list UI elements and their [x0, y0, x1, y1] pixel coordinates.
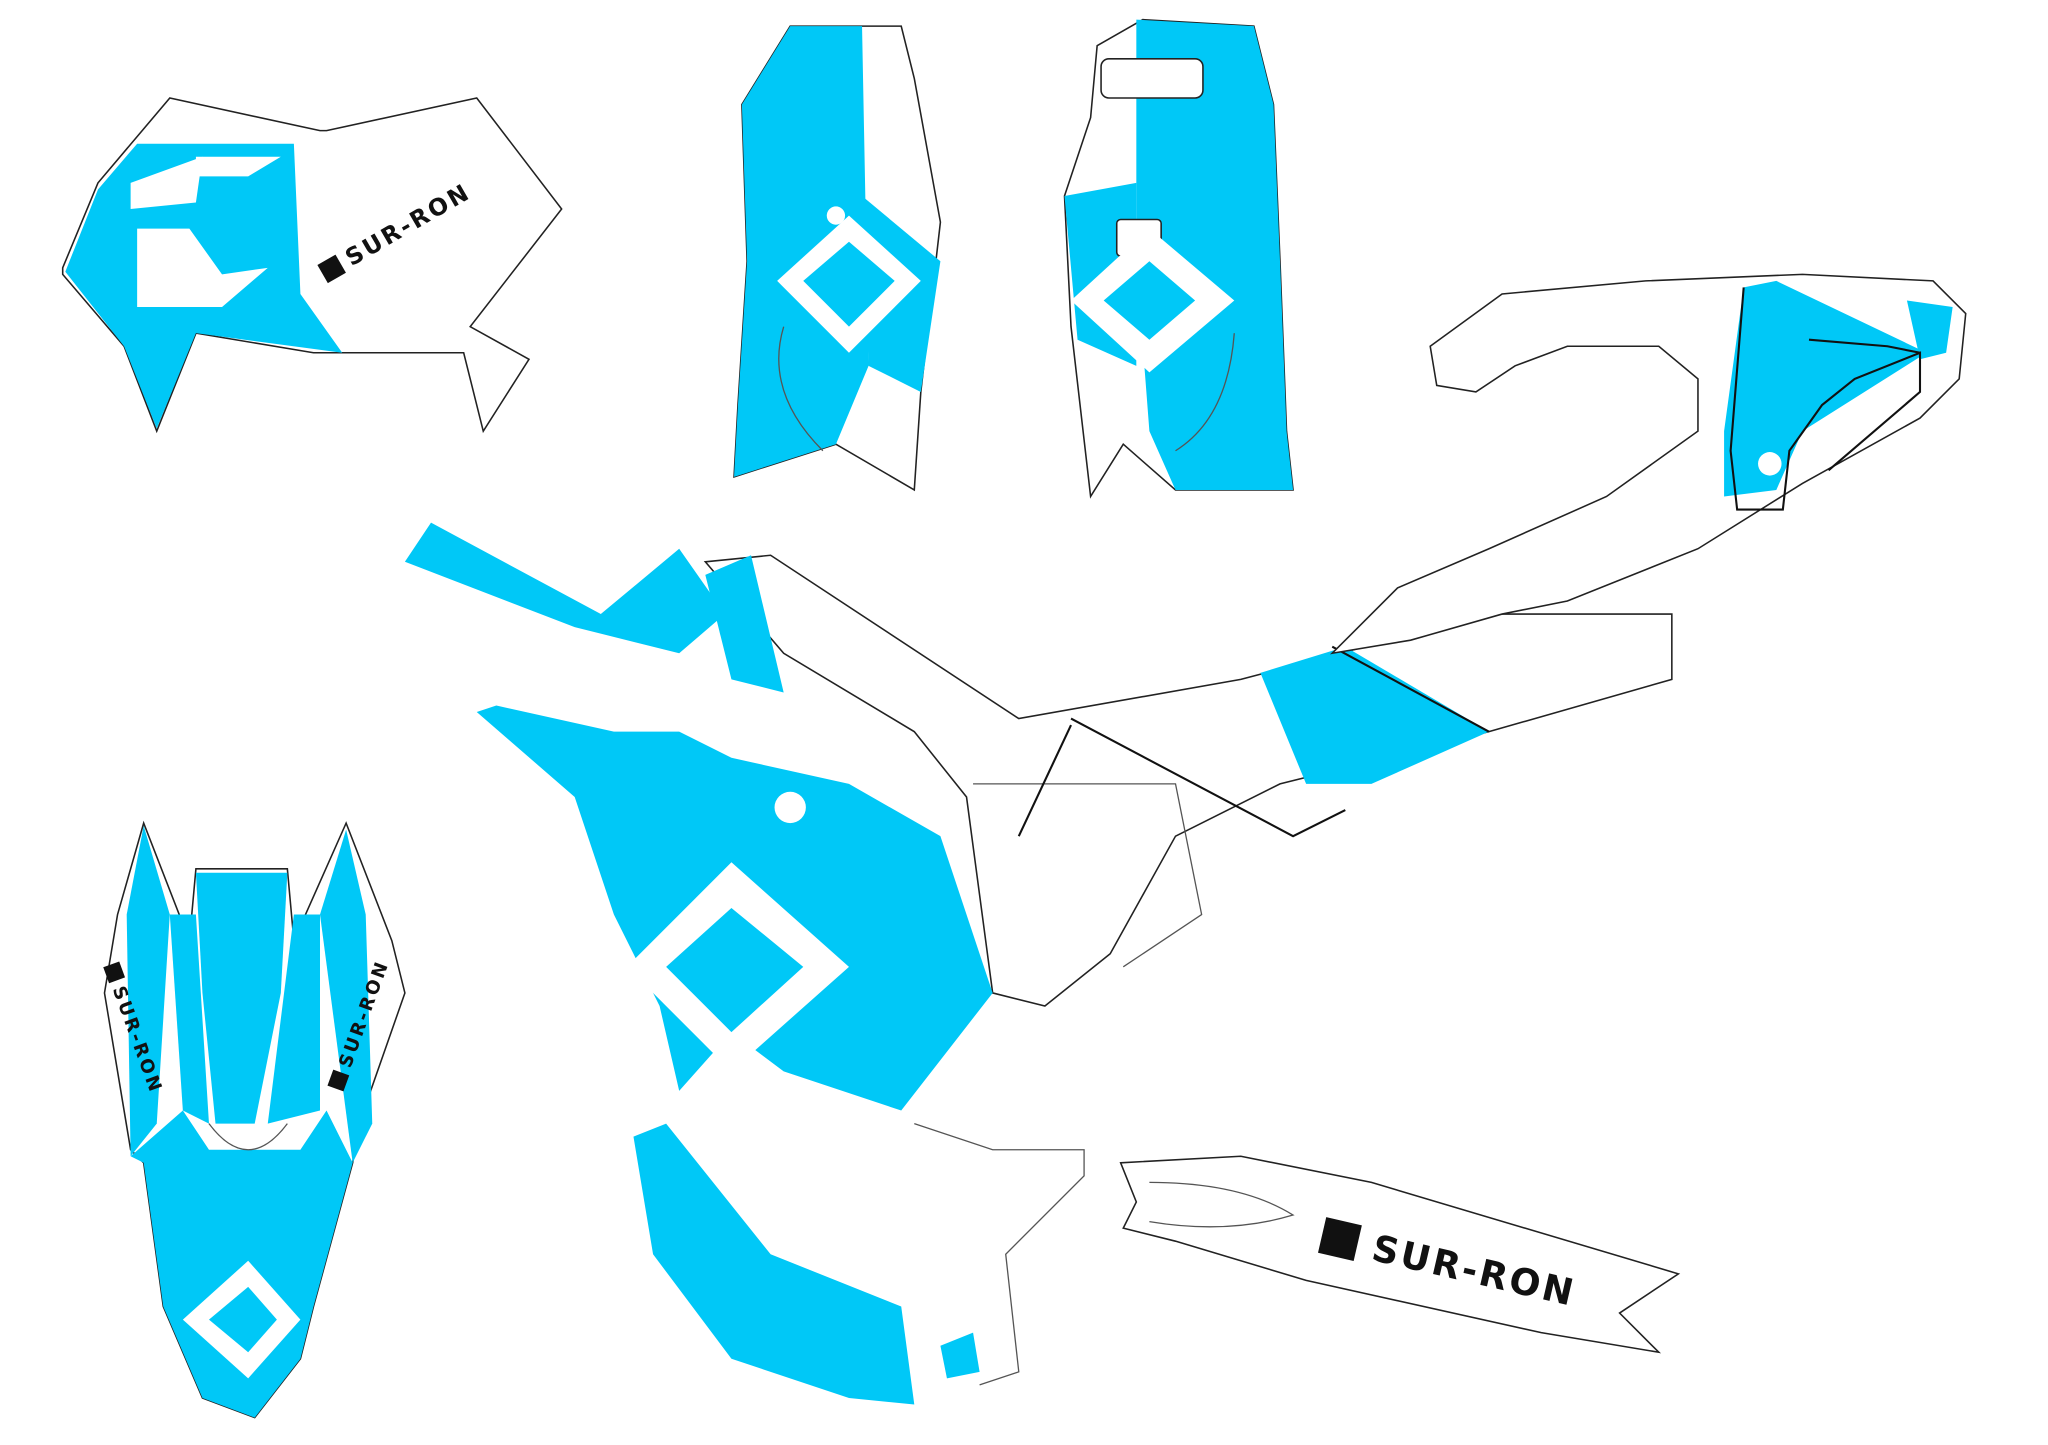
side-panel-decal — [404, 522, 1673, 1405]
headlight-plate-decal: SUR-RON — [61, 97, 563, 434]
rear-side-decal — [1329, 273, 1967, 655]
rear-fender-decal: SUR-RON SUR-RON — [103, 820, 406, 1419]
fork-guard-right-decal — [1063, 18, 1294, 499]
swingarm-decal: SUR-RON — [1119, 1155, 1681, 1354]
fork-guard-left-decal — [733, 25, 942, 492]
